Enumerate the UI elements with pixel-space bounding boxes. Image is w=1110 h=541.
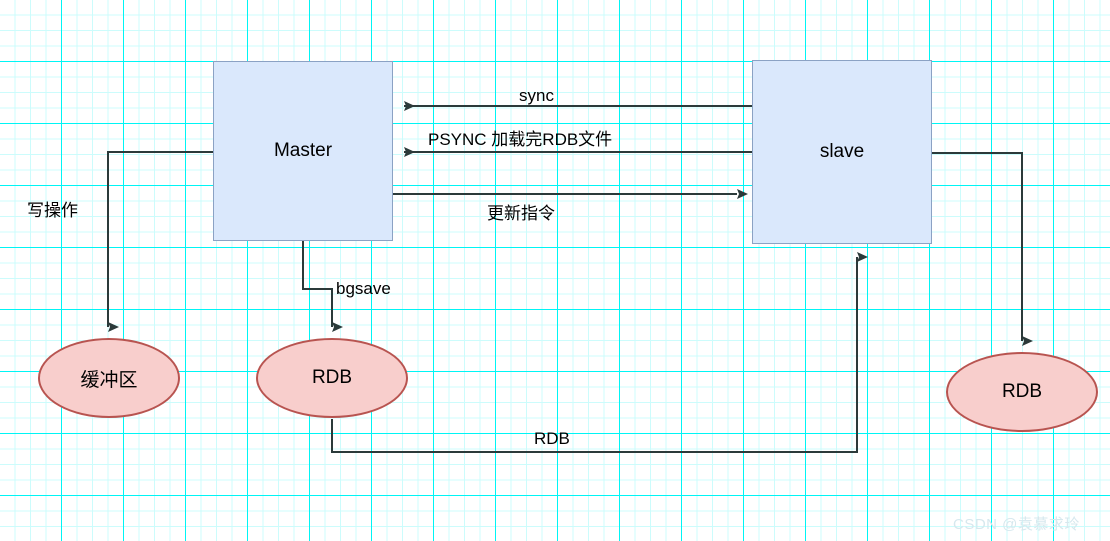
csdn-watermark: CSDN @袁慕求玲 [953, 516, 1080, 533]
edge-label-bgsave: bgsave [336, 279, 391, 298]
edge-label-write-operation: 写操作 [27, 201, 78, 220]
node-buffer[interactable]: 缓冲区 [38, 338, 180, 418]
node-master[interactable]: Master [213, 61, 393, 241]
node-rdb-master[interactable]: RDB [256, 338, 408, 418]
edge-label-rdb-transfer: RDB [534, 429, 570, 448]
edge-label-update-command: 更新指令 [487, 204, 555, 223]
node-rdb-master-label: RDB [311, 367, 353, 388]
node-slave[interactable]: slave [752, 60, 932, 244]
edge-write-operation [107, 151, 213, 332]
node-rdb-slave-label: RDB [1001, 381, 1043, 402]
edge-label-sync: sync [519, 86, 554, 105]
edge-label-psync: PSYNC 加载完RDB文件 [428, 130, 613, 149]
node-master-label: Master [273, 140, 333, 161]
edge-bgsave [302, 241, 343, 332]
edge-slave-persist [932, 152, 1033, 346]
node-slave-label: slave [819, 141, 865, 162]
edge-rdb-transfer [331, 252, 868, 453]
node-rdb-slave[interactable]: RDB [946, 352, 1098, 432]
node-buffer-label: 缓冲区 [80, 369, 138, 391]
